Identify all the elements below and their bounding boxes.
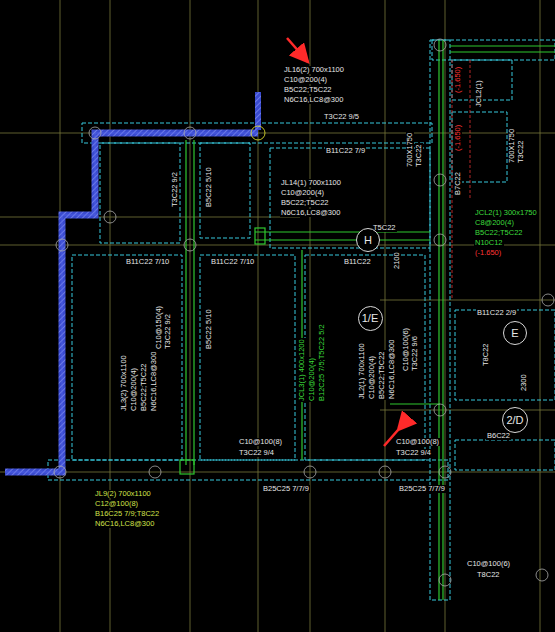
beam-annotation: T3C22 9/6 bbox=[411, 335, 419, 372]
beam-annotation: T3C22 9/2 bbox=[171, 171, 179, 208]
axis-label: 1/E bbox=[362, 313, 379, 324]
beam-annotation: B11C22 2/9 bbox=[476, 309, 517, 317]
axis-bubble: 2/D bbox=[502, 407, 528, 433]
beam-annotation: C10@100(6) bbox=[402, 327, 410, 372]
beam-annotation: N6C16,LC8@300 bbox=[280, 209, 341, 217]
beam-annotation: 2100 bbox=[393, 251, 401, 270]
beam-annotation: JL3(2) 700x1100 bbox=[120, 354, 128, 412]
beam-annotation: B25C25 7/7/9 bbox=[262, 485, 310, 493]
beam-annotation: JL9(2) 700x1100 bbox=[94, 490, 152, 498]
beam-annotation: T3C22 bbox=[517, 139, 525, 164]
beam-annotation: T3C22 9/5 bbox=[323, 113, 360, 121]
beam-annotation: JL2(1) 700x1100 bbox=[358, 342, 366, 400]
beam-annotation: T3C22 9/4 bbox=[238, 449, 275, 457]
beam-annotation: B5C22 5/10 bbox=[205, 166, 213, 208]
beam-annotation: C10@200(4) bbox=[130, 367, 138, 412]
beam-annotation: N6C16,LC8@300 bbox=[283, 96, 344, 104]
beam-annotation: B5C22;T5C22 bbox=[140, 362, 148, 412]
beam-annotation: C10@200(4) bbox=[368, 355, 376, 400]
beam-annotation: B5C22;T5C22 bbox=[474, 229, 524, 237]
beam-annotation: B11C22 7/10 bbox=[125, 258, 170, 266]
beam-annotation: B6C22 bbox=[486, 432, 511, 440]
axis-label: E bbox=[511, 328, 518, 339]
beam-annotation: B12C25 7/5;T5C22 5/2 bbox=[318, 323, 326, 402]
beam-annotation: N6C16,LC8@300 bbox=[388, 339, 396, 400]
beam-annotation: (-1.650) bbox=[474, 249, 502, 257]
beam-annotation: C10@200(4) bbox=[308, 357, 316, 402]
beam-annotation: C10@150(4) bbox=[155, 305, 163, 350]
beam-annotation: JCL3(1) 400x1200 bbox=[298, 338, 306, 402]
axis-label: H bbox=[364, 235, 372, 246]
beam-annotation: C10@100(6) bbox=[466, 560, 511, 568]
beam-annotation: 700X1750 bbox=[406, 132, 414, 168]
axis-label: 2/D bbox=[506, 415, 523, 426]
beam-annotation: T3C22 9/4 bbox=[395, 449, 432, 457]
beam-annotation: B5C22;T5C22 bbox=[283, 86, 333, 94]
beam-annotation: B11C22 7/9 bbox=[325, 147, 366, 155]
beam-annotation: JCL2(1) bbox=[475, 79, 483, 108]
beam-annotation: C10@100(8) bbox=[395, 438, 440, 446]
beam-annotation: T3C22 bbox=[415, 143, 423, 168]
beam-annotation: C10@100(8) bbox=[238, 438, 283, 446]
beam-annotation: C10@200(4) bbox=[280, 189, 325, 197]
beam-annotation: N10C12 bbox=[474, 239, 504, 247]
beam-annotation: B25C25 7/7/9 bbox=[398, 485, 446, 493]
beam-annotation: T3C22 9/2 bbox=[164, 313, 172, 350]
beam-annotation: 2300 bbox=[520, 373, 528, 392]
beam-annotation: B5C22;T5C22 bbox=[280, 199, 330, 207]
beam-annotation: 700X1750 bbox=[508, 128, 516, 164]
axis-bubble: H bbox=[356, 228, 380, 252]
beam-annotation: C12@100(8) bbox=[94, 500, 139, 508]
beam-annotation: (-1.650) bbox=[454, 124, 462, 152]
beam-annotation: N6C16,LC8@300 bbox=[150, 351, 158, 412]
beam-annotation: T8C22 bbox=[476, 571, 501, 579]
beam-annotation: B16C25 7/9;T8C22 bbox=[94, 510, 160, 518]
axis-bubble: E bbox=[503, 321, 527, 345]
beam-annotation: T8C22 bbox=[482, 342, 490, 367]
beam-annotation: C8@200(4) bbox=[474, 219, 515, 227]
beam-annotation: JL14(1) 700x1100 bbox=[280, 179, 342, 187]
axis-bubble: 1/E bbox=[358, 306, 383, 331]
beam-annotation: (-1.650) bbox=[454, 66, 462, 94]
beam-annotation: C10@200(4) bbox=[283, 76, 328, 84]
beam-annotation: JL16(2) 700x1100 bbox=[283, 66, 345, 74]
beam-annotation: B11C22 bbox=[343, 258, 372, 266]
beam-annotation: B11C22 7/10 bbox=[210, 258, 255, 266]
beam-annotation: B5C22;T5C22 bbox=[378, 350, 386, 400]
beam-annotation: JCL2(1) 300x1750 bbox=[474, 209, 538, 217]
beam-annotation: N6C16,LC8@300 bbox=[94, 520, 155, 528]
beam-annotation: B7C22 bbox=[454, 171, 462, 196]
beam-annotation: B5C22 5/10 bbox=[205, 308, 213, 350]
